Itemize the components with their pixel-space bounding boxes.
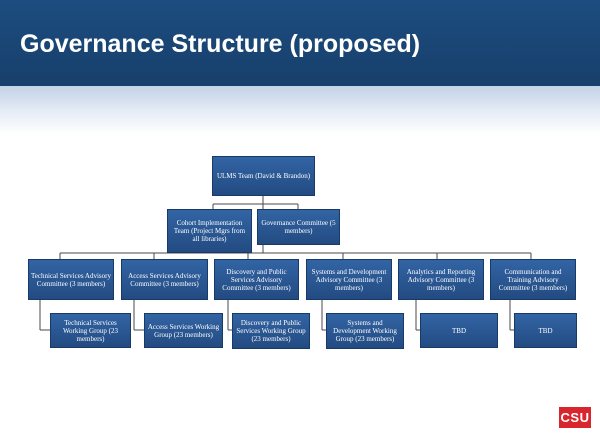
node-systems-development-advisory-committee: Systems and Development Advisory Committ… <box>306 259 392 300</box>
node-tbd-analytics: TBD <box>420 313 498 348</box>
node-cohort-implementation-team: Cohort Implementation Team (Project Mgrs… <box>167 209 252 253</box>
title-bar: Governance Structure (proposed) <box>0 0 600 86</box>
node-technical-services-working-group: Technical Services Working Group (23 mem… <box>50 313 131 348</box>
slide-title: Governance Structure (proposed) <box>20 30 421 58</box>
node-access-services-working-group: Access Services Working Group (23 member… <box>144 313 223 348</box>
node-analytics-reporting-advisory-committee: Analytics and Reporting Advisory Committ… <box>398 259 484 300</box>
node-access-services-advisory-committee: Access Services Advisory Committee (3 me… <box>121 259 208 300</box>
node-root: ULMS Team (David & Brandon) <box>212 156 315 196</box>
node-communication-training-advisory-committee: Communication and Training Advisory Comm… <box>490 259 576 300</box>
node-discovery-public-services-working-group: Discovery and Public Services Working Gr… <box>232 313 310 349</box>
title-gradient-band <box>0 86 600 134</box>
node-systems-development-working-group: Systems and Development Working Group (2… <box>326 313 404 349</box>
csu-logo: CSU <box>559 407 591 428</box>
node-governance-committee: Governance Committee (5 members) <box>257 209 340 245</box>
node-discovery-public-services-advisory-committee: Discovery and Public Services Advisory C… <box>214 259 299 300</box>
node-tbd-communication: TBD <box>514 313 577 348</box>
node-technical-services-advisory-committee: Technical Services Advisory Committee (3… <box>28 259 114 300</box>
